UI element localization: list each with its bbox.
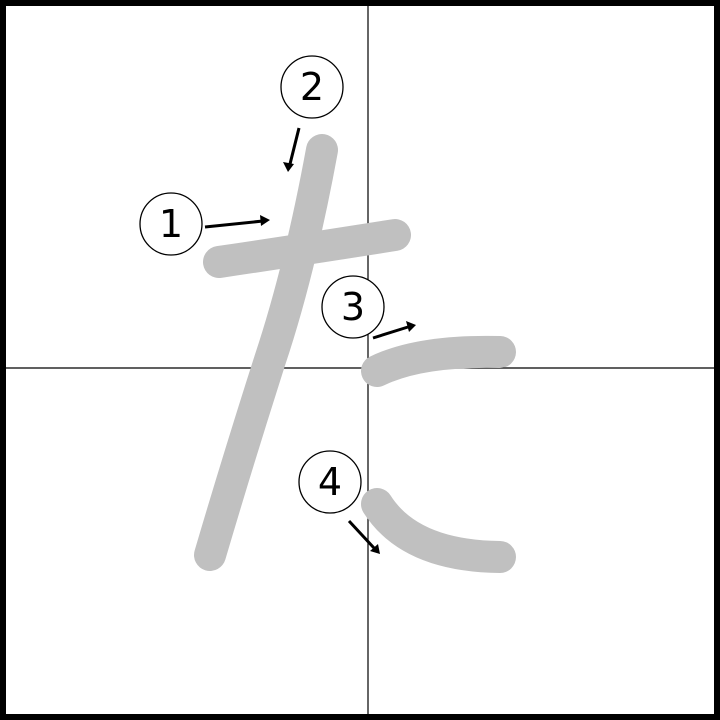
stroke-number-label: 2 bbox=[300, 65, 324, 109]
stroke-3-path bbox=[361, 335, 516, 387]
stroke-number-badge-4: 4 bbox=[298, 450, 362, 514]
arrow-stroke-1 bbox=[204, 215, 270, 229]
arrow-stroke-2 bbox=[283, 127, 301, 172]
arrow-stroke-4 bbox=[347, 519, 380, 554]
stroke-number-badge-3: 3 bbox=[321, 275, 385, 339]
stroke-4-path bbox=[361, 488, 516, 573]
arrow-stroke-3 bbox=[372, 321, 416, 340]
stroke-2-path bbox=[194, 134, 338, 571]
character-ta bbox=[194, 134, 516, 573]
stroke-number-badge-2: 2 bbox=[280, 55, 344, 119]
stroke-number-badge-1: 1 bbox=[139, 192, 203, 256]
stroke-number-label: 1 bbox=[159, 202, 183, 246]
stroke-number-label: 3 bbox=[341, 285, 365, 329]
stroke-number-label: 4 bbox=[318, 460, 342, 504]
